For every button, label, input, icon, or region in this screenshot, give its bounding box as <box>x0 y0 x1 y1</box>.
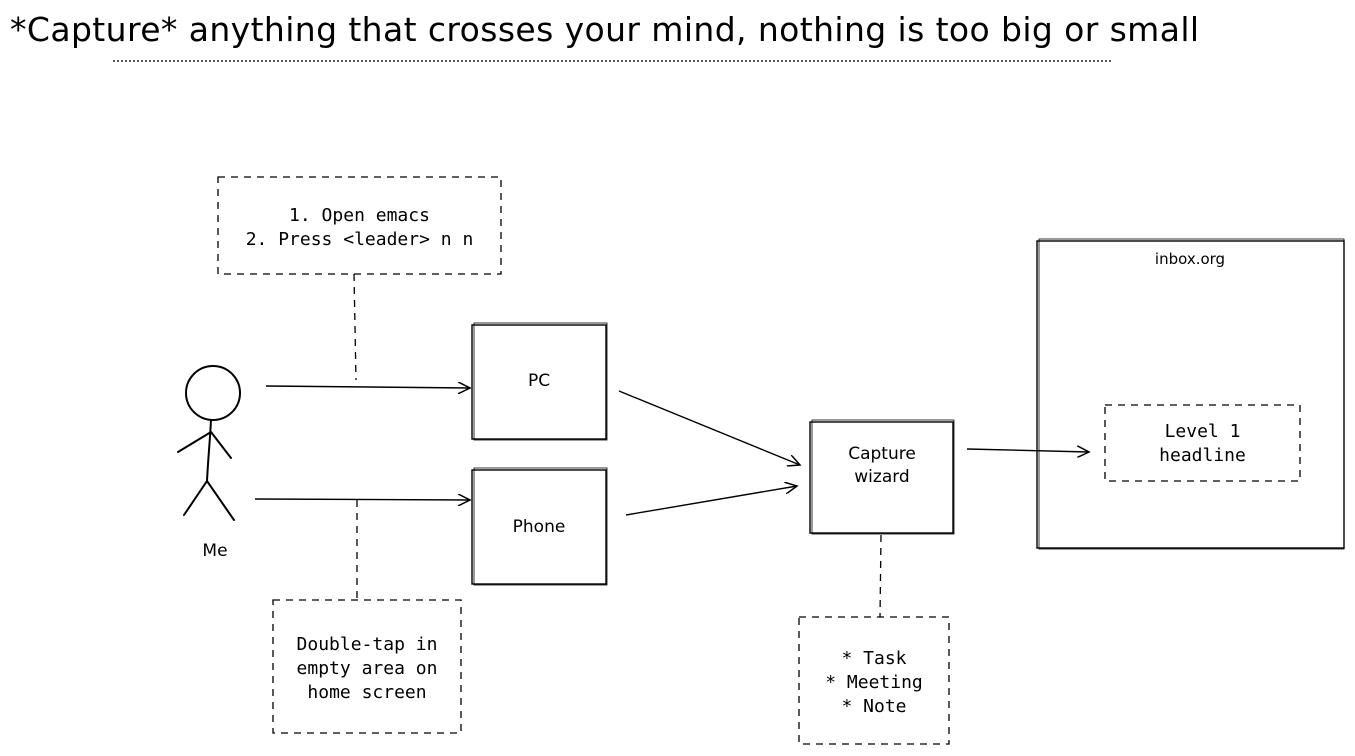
phone-box-sketch <box>473 467 608 586</box>
actor-right-leg <box>206 480 235 521</box>
inbox-title: inbox.org <box>1154 250 1226 268</box>
arrow-phone-to-wizard <box>625 486 797 516</box>
wizard-note-connector <box>879 534 882 618</box>
wizard-label: Capture wizard <box>848 444 916 487</box>
pc-label: PC <box>527 371 551 391</box>
actor-label: Me <box>202 541 228 561</box>
arrow-me-to-phone <box>254 499 470 500</box>
inbox-box <box>1036 240 1345 549</box>
actor-left-leg <box>183 480 208 516</box>
phone-label: Phone <box>512 517 566 537</box>
page-title: *Capture* anything that crosses your min… <box>10 10 1200 49</box>
title-underline <box>113 60 1111 62</box>
actor-right-arm <box>210 431 232 459</box>
inbox-box-sketch <box>1038 238 1345 550</box>
wizard-note-text: * Task * Meeting * Note <box>825 648 923 717</box>
actor-figure <box>177 365 241 521</box>
pc-note-box <box>217 176 502 275</box>
pc-note-text: 1. Open emacs 2. Press <leader> n n <box>245 205 474 250</box>
wizard-box-sketch <box>811 419 955 535</box>
wizard-box <box>809 421 954 534</box>
pc-note-connector <box>353 273 357 381</box>
headline-label: Level 1 headline <box>1159 421 1246 466</box>
phone-note-box <box>272 599 462 734</box>
arrow-wizard-to-inbox <box>966 449 1089 452</box>
actor-left-arm <box>177 431 212 453</box>
pc-box <box>471 324 607 440</box>
headline-box <box>1104 404 1301 482</box>
wizard-note-box <box>798 616 950 745</box>
phone-box <box>471 469 607 585</box>
actor-body <box>206 419 212 482</box>
pc-box-sketch <box>473 322 608 441</box>
phone-note-text: Double-tap in empty area on home screen <box>296 634 438 703</box>
actor-head <box>185 365 241 421</box>
arrow-me-to-pc <box>265 386 470 388</box>
arrow-pc-to-wizard <box>618 390 800 465</box>
